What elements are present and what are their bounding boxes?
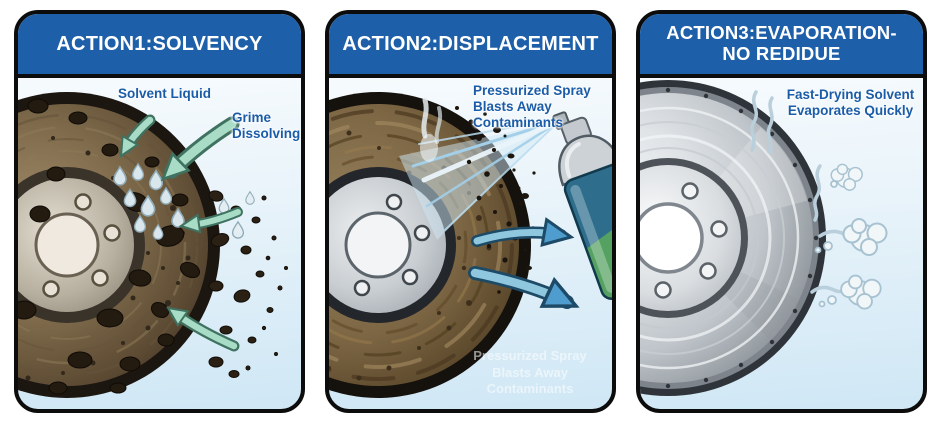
solvent-arrows-icon bbox=[119, 114, 243, 352]
vapor-puffs-icon bbox=[814, 163, 888, 310]
dirty-rotor-scene-icon bbox=[18, 92, 288, 398]
lug-holes-icon bbox=[654, 182, 728, 299]
displacement-arrows-icon bbox=[468, 217, 580, 309]
fast-drying-label: Fast-Drying Solvent Evaporates Quickly bbox=[786, 87, 915, 118]
panel-solvency: ACTION1:SOLVENCY bbox=[14, 10, 305, 413]
grime-dissolving-label: Grime Dissolving bbox=[232, 110, 301, 141]
panel-solvency-header: ACTION1:SOLVENCY bbox=[18, 14, 301, 78]
spray-rotor-scene-icon bbox=[329, 92, 612, 398]
panel-displacement-header: ACTION2:DISPLACEMENT bbox=[329, 14, 612, 78]
lug-holes-icon bbox=[353, 193, 431, 297]
panel-evaporation: ACTION3:EVAPORATION- NO REDIDUE bbox=[636, 10, 927, 413]
clean-rotor-scene-icon bbox=[640, 80, 888, 396]
panel-evaporation-title: ACTION3:EVAPORATION- NO REDIDUE bbox=[666, 22, 897, 64]
flying-grime-icon bbox=[208, 190, 288, 378]
panel-displacement: ACTION2:DISPLACEMENT bbox=[325, 10, 616, 413]
grime-chunks-icon bbox=[18, 98, 201, 395]
solvent-droplets-icon bbox=[113, 162, 255, 240]
clean-brake-rotor-icon bbox=[640, 80, 826, 396]
panel-displacement-title: ACTION2:DISPLACEMENT bbox=[342, 32, 599, 55]
impact-splash-icon bbox=[420, 97, 443, 162]
spray-can-icon bbox=[552, 111, 612, 300]
panel-displacement-illustration: Pressurized Spray Blasts Away Contaminan… bbox=[329, 78, 612, 409]
solvent-liquid-label: Solvent Liquid bbox=[118, 86, 211, 101]
pressurized-spray-label: Pressurized Spray Blasts Away Contaminan… bbox=[473, 83, 591, 130]
panel-evaporation-illustration: Fast-Drying Solvent Evaporates Quickly bbox=[640, 78, 923, 409]
pressurized-spray-ghost-label: Pressurized Spray Blasts Away Contaminan… bbox=[473, 348, 587, 396]
lug-holes-icon bbox=[42, 193, 121, 298]
panel-solvency-illustration: Solvent Liquid Grime Dissolving bbox=[18, 78, 301, 409]
dirty-brake-rotor-icon bbox=[18, 92, 220, 398]
rim-vent-holes bbox=[665, 87, 819, 389]
panel-evaporation-header: ACTION3:EVAPORATION- NO REDIDUE bbox=[640, 14, 923, 78]
panel-solvency-title: ACTION1:SOLVENCY bbox=[56, 32, 263, 55]
